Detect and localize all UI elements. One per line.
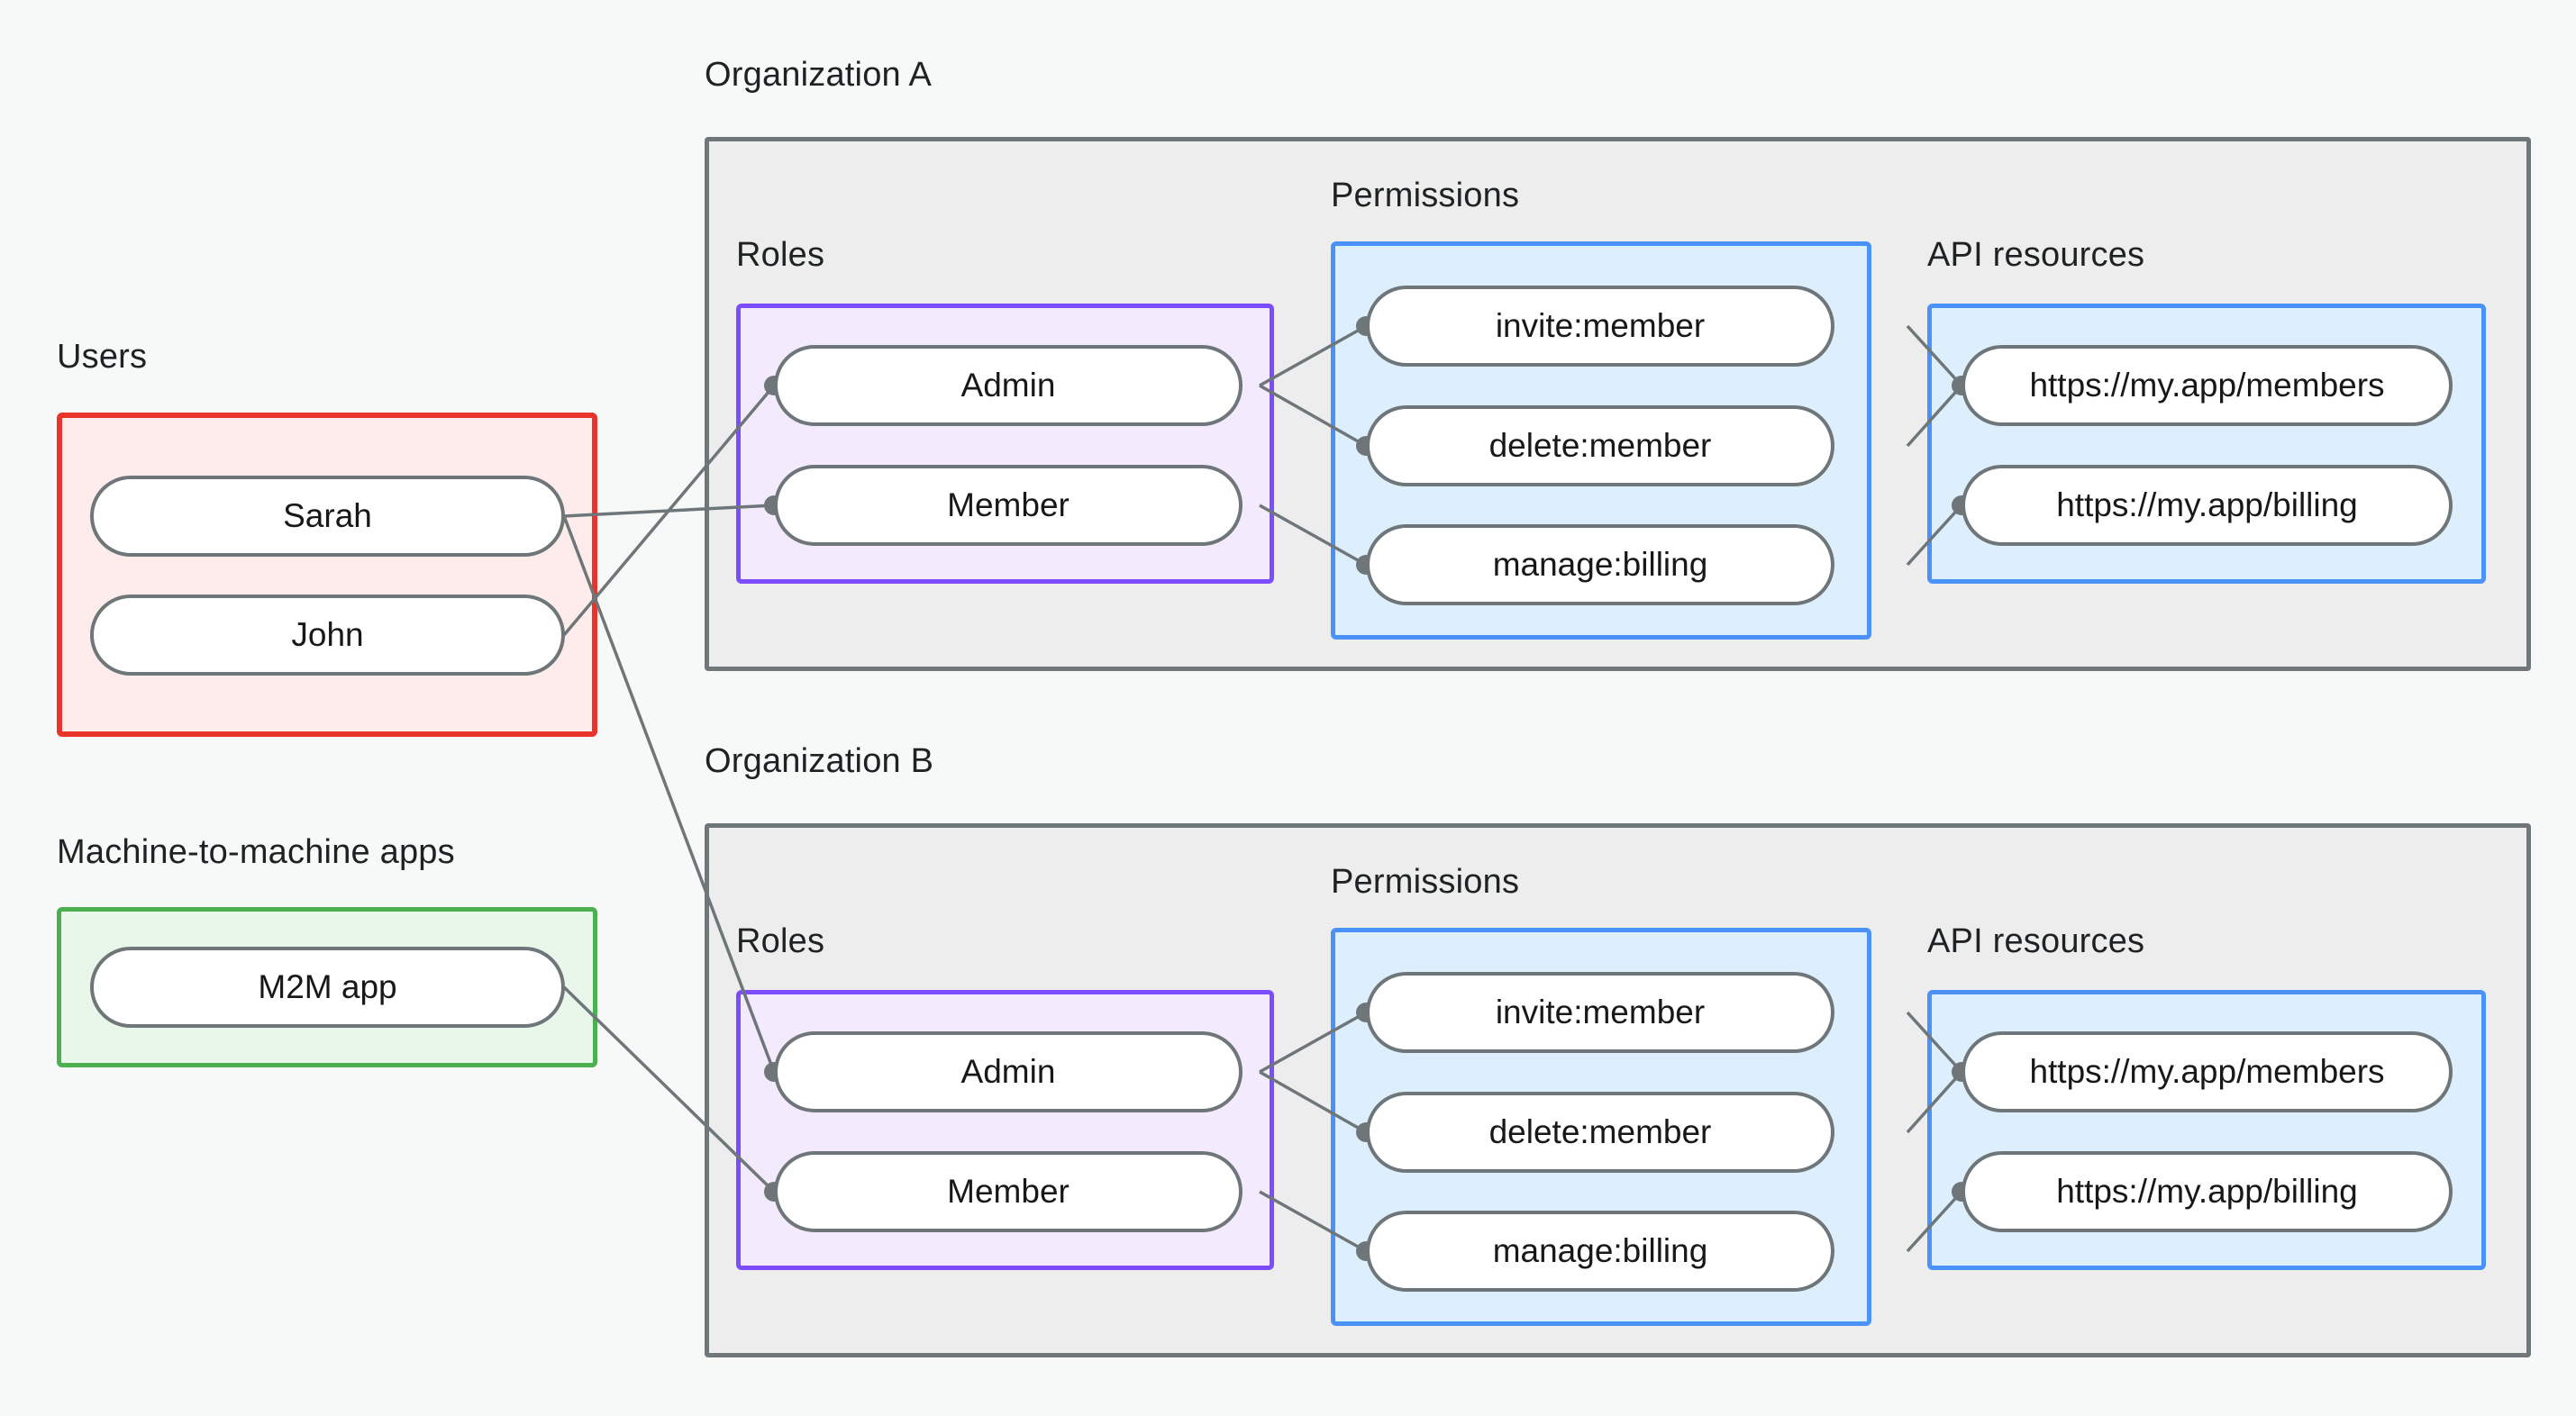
- permission-node-a-invite-member[interactable]: invite:member: [1366, 286, 1834, 367]
- org-b-permissions-label: Permissions: [1331, 863, 1520, 901]
- api-resource-node-b-members[interactable]: https://my.app/members: [1962, 1031, 2453, 1112]
- user-node-john[interactable]: John: [90, 595, 565, 676]
- permission-node-b-delete-member[interactable]: delete:member: [1366, 1092, 1834, 1173]
- org-a-permissions-label: Permissions: [1331, 177, 1520, 214]
- m2m-app-node[interactable]: M2M app: [90, 947, 565, 1028]
- m2m-apps-label: Machine-to-machine apps: [57, 833, 455, 871]
- users-label: Users: [57, 338, 148, 376]
- org-a-roles-label: Roles: [736, 236, 825, 274]
- role-node-b-admin[interactable]: Admin: [774, 1031, 1242, 1112]
- permission-node-a-delete-member[interactable]: delete:member: [1366, 405, 1834, 486]
- api-resource-node-b-billing[interactable]: https://my.app/billing: [1962, 1151, 2453, 1232]
- api-resource-node-a-billing[interactable]: https://my.app/billing: [1962, 465, 2453, 546]
- users-container: [57, 413, 597, 737]
- api-resource-node-a-members[interactable]: https://my.app/members: [1962, 345, 2453, 426]
- user-node-sarah[interactable]: Sarah: [90, 476, 565, 557]
- org-a-label: Organization A: [705, 56, 933, 94]
- role-node-a-admin[interactable]: Admin: [774, 345, 1242, 426]
- org-a-api-resources-label: API resources: [1927, 236, 2145, 274]
- role-node-b-member[interactable]: Member: [774, 1151, 1242, 1232]
- permission-node-b-invite-member[interactable]: invite:member: [1366, 972, 1834, 1053]
- org-b-label: Organization B: [705, 742, 934, 780]
- org-b-roles-label: Roles: [736, 922, 825, 960]
- permission-node-a-manage-billing[interactable]: manage:billing: [1366, 524, 1834, 605]
- org-b-api-resources-label: API resources: [1927, 922, 2145, 960]
- permission-node-b-manage-billing[interactable]: manage:billing: [1366, 1211, 1834, 1292]
- role-node-a-member[interactable]: Member: [774, 465, 1242, 546]
